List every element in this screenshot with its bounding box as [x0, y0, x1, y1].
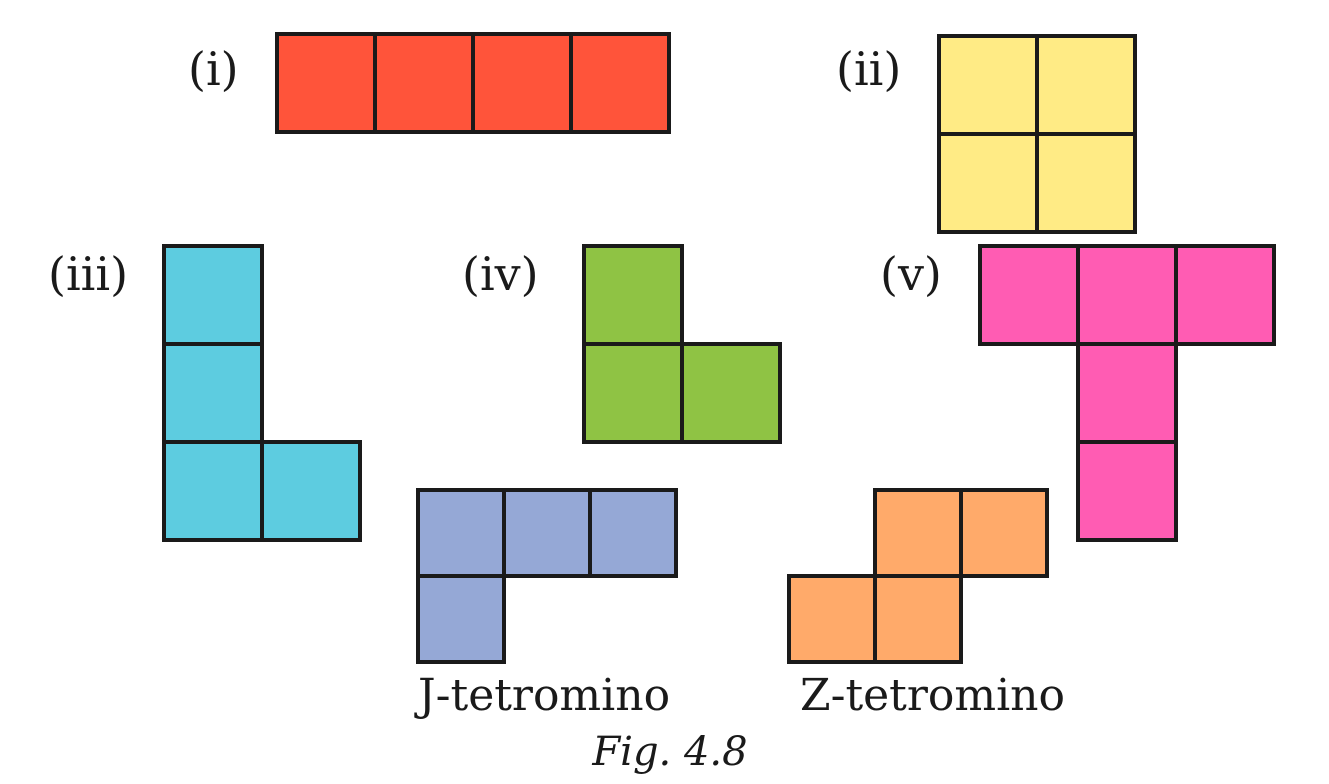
- label-i: (i): [188, 42, 239, 96]
- piece-v-cell-3: [1174, 244, 1276, 346]
- piece-j-cell-4: [416, 574, 506, 664]
- piece-ii-cell-3: [937, 132, 1039, 234]
- piece-i-cell-1: [275, 32, 377, 134]
- piece-iii-cell-2: [162, 342, 264, 444]
- piece-i-cell-2: [373, 32, 475, 134]
- piece-iv-l-shape: [582, 244, 782, 444]
- piece-v-cell-4: [1076, 342, 1178, 444]
- piece-v-cell-5: [1076, 440, 1178, 542]
- piece-z-cell-2: [959, 488, 1049, 578]
- piece-iv-cell-2: [582, 342, 684, 444]
- label-ii: (ii): [836, 42, 901, 96]
- piece-j-cell-3: [588, 488, 678, 578]
- piece-i-cell-4: [569, 32, 671, 134]
- piece-i-cell-3: [471, 32, 573, 134]
- piece-v-t-shape: [978, 244, 1276, 542]
- piece-iii-cell-1: [162, 244, 264, 346]
- piece-z-cell-3: [787, 574, 877, 664]
- label-iv: (iv): [462, 247, 539, 301]
- piece-ii-cell-4: [1035, 132, 1137, 234]
- piece-z-cell-1: [873, 488, 963, 578]
- piece-v-cell-2: [1076, 244, 1178, 346]
- piece-z-cell-4: [873, 574, 963, 664]
- piece-v-cell-1: [978, 244, 1080, 346]
- caption-z-tetromino: Z-tetromino: [800, 670, 1065, 721]
- piece-j-cell-2: [502, 488, 592, 578]
- piece-z-tetromino: [787, 488, 1049, 664]
- piece-iii-l-shape: [162, 244, 362, 542]
- piece-ii-cell-2: [1035, 34, 1137, 136]
- piece-i-straight: [275, 32, 671, 134]
- piece-ii-square: [937, 34, 1137, 234]
- piece-iv-cell-3: [680, 342, 782, 444]
- label-v: (v): [880, 247, 942, 301]
- piece-iii-cell-3: [162, 440, 264, 542]
- piece-ii-cell-1: [937, 34, 1039, 136]
- piece-iv-cell-1: [582, 244, 684, 346]
- piece-j-tetromino: [416, 488, 678, 664]
- piece-iii-cell-4: [260, 440, 362, 542]
- figure-caption: Fig. 4.8: [591, 729, 747, 775]
- caption-j-tetromino: J-tetromino: [414, 670, 670, 721]
- piece-j-cell-1: [416, 488, 506, 578]
- label-iii: (iii): [48, 247, 128, 301]
